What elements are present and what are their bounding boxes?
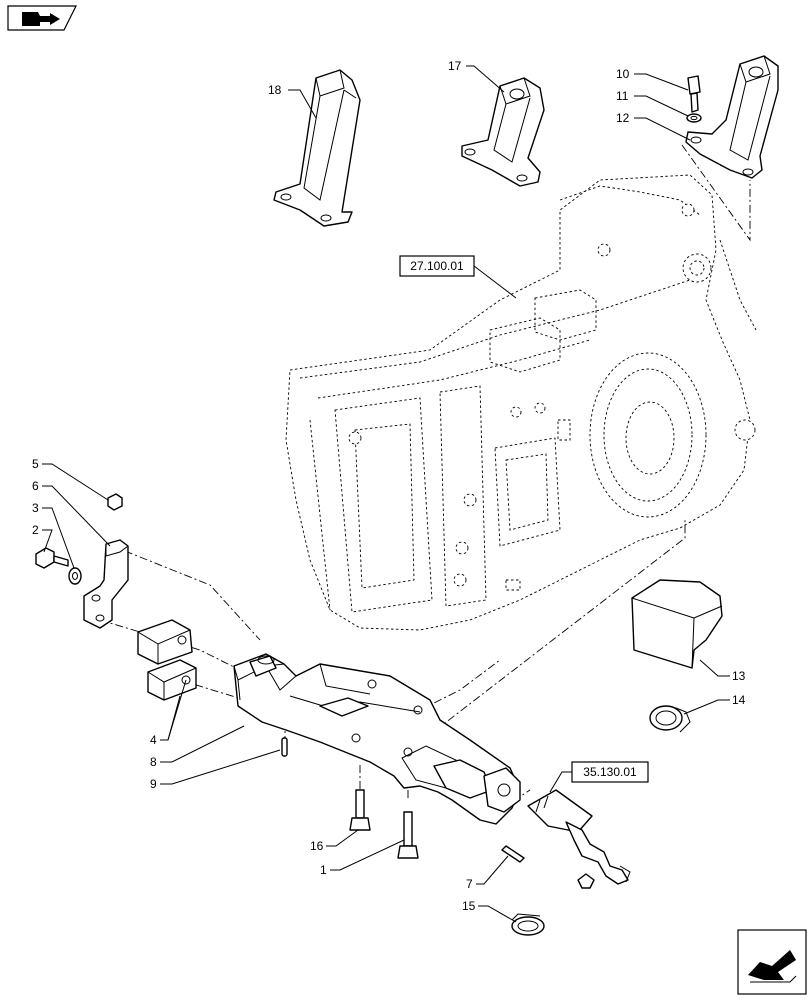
part-18-support-bracket[interactable] <box>273 69 361 227</box>
callout-label: 7 <box>466 877 473 891</box>
position-sensor-harness <box>527 789 631 889</box>
callout-1[interactable]: 1 <box>320 839 405 877</box>
part-13-cover[interactable] <box>631 579 723 669</box>
part-9-pin[interactable] <box>281 737 288 757</box>
callout-label: 14 <box>732 693 746 707</box>
callout-8[interactable]: 8 <box>150 725 245 769</box>
part-8-support[interactable] <box>233 653 521 825</box>
callout-label: 5 <box>32 457 39 471</box>
callout-label: 1 <box>320 863 327 877</box>
reference-label: 27.100.01 <box>410 259 464 273</box>
part-7-pin[interactable] <box>501 845 525 863</box>
assembly-axis-lines <box>99 144 751 811</box>
callout-label: 12 <box>616 111 630 125</box>
callout-15[interactable]: 15 <box>462 899 517 923</box>
callout-16[interactable]: 16 <box>310 829 359 853</box>
part-4-pad[interactable] <box>137 619 197 701</box>
transmission-housing <box>285 174 757 631</box>
callout-12[interactable]: 12 <box>616 111 691 141</box>
part-16-bolt[interactable] <box>349 789 371 831</box>
callout-label: 6 <box>32 479 39 493</box>
callout-13[interactable]: 13 <box>699 659 746 683</box>
part-5-nut[interactable] <box>107 493 123 511</box>
callout-label: 15 <box>462 899 476 913</box>
callout-label: 10 <box>616 67 630 81</box>
callout-18[interactable]: 18 <box>268 83 317 119</box>
book-arrow-icon[interactable] <box>7 5 77 31</box>
part-11-washer[interactable] <box>686 113 702 123</box>
callout-17[interactable]: 17 <box>448 59 505 93</box>
callout-label: 13 <box>732 669 746 683</box>
callout-10[interactable]: 10 <box>616 67 689 91</box>
part-15-clamp[interactable] <box>511 913 545 936</box>
callout-label: 16 <box>310 839 324 853</box>
next-page-arrow-icon[interactable] <box>737 929 807 995</box>
part-3-washer[interactable] <box>68 567 82 585</box>
callout-5[interactable]: 5 <box>32 457 109 501</box>
callout-label: 17 <box>448 59 462 73</box>
reference-35-130-01[interactable]: 35.130.01 <box>549 761 649 793</box>
callout-11[interactable]: 11 <box>616 89 689 117</box>
reference-27-100-01[interactable]: 27.100.01 <box>399 255 517 299</box>
reference-label: 35.130.01 <box>583 765 637 779</box>
callout-2[interactable]: 2 <box>32 523 53 553</box>
part-10-bolt[interactable] <box>687 75 701 113</box>
part-6-bracket[interactable] <box>83 539 129 629</box>
part-17-support-bracket[interactable] <box>461 77 545 187</box>
callout-label: 3 <box>32 501 39 515</box>
part-14-grommet[interactable] <box>649 705 691 733</box>
part-1-bolt[interactable] <box>397 811 419 859</box>
callout-label: 4 <box>150 733 157 747</box>
callout-label: 9 <box>150 777 157 791</box>
callout-label: 11 <box>616 89 629 103</box>
callout-14[interactable]: 14 <box>683 693 746 715</box>
part-12-support-bracket[interactable] <box>685 55 779 179</box>
callout-label: 2 <box>32 523 39 537</box>
callout-9[interactable]: 9 <box>150 749 281 791</box>
callout-label: 18 <box>268 83 282 97</box>
callout-4[interactable]: 4 <box>150 679 187 747</box>
callout-label: 8 <box>150 755 157 769</box>
callout-7[interactable]: 7 <box>466 855 509 891</box>
part-2-bolt[interactable] <box>35 547 69 569</box>
callout-3[interactable]: 3 <box>32 501 75 569</box>
callout-6[interactable]: 6 <box>32 479 111 547</box>
